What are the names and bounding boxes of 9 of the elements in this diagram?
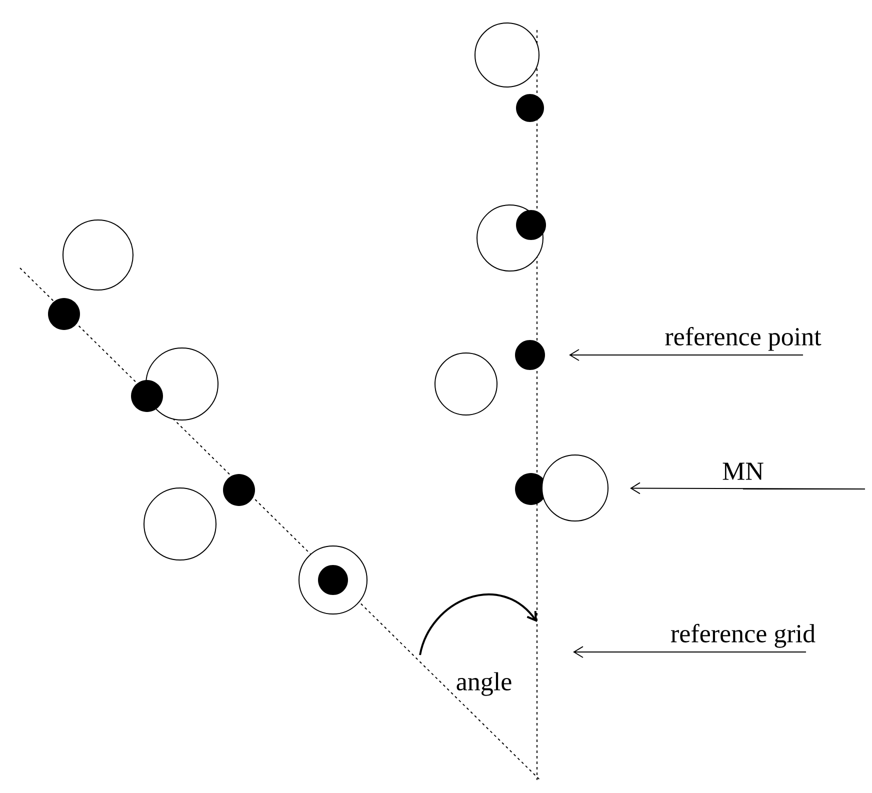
- open-circle: [542, 454, 608, 522]
- arrow: [630, 482, 866, 494]
- arrow: [569, 349, 804, 361]
- callout-text: reference point: [665, 326, 822, 351]
- filled-dot: [515, 340, 545, 370]
- callout-text: MN: [722, 462, 764, 480]
- arrow: [573, 646, 806, 658]
- angle-label: angle: [456, 672, 512, 696]
- callout-text: reference grid: [671, 624, 816, 648]
